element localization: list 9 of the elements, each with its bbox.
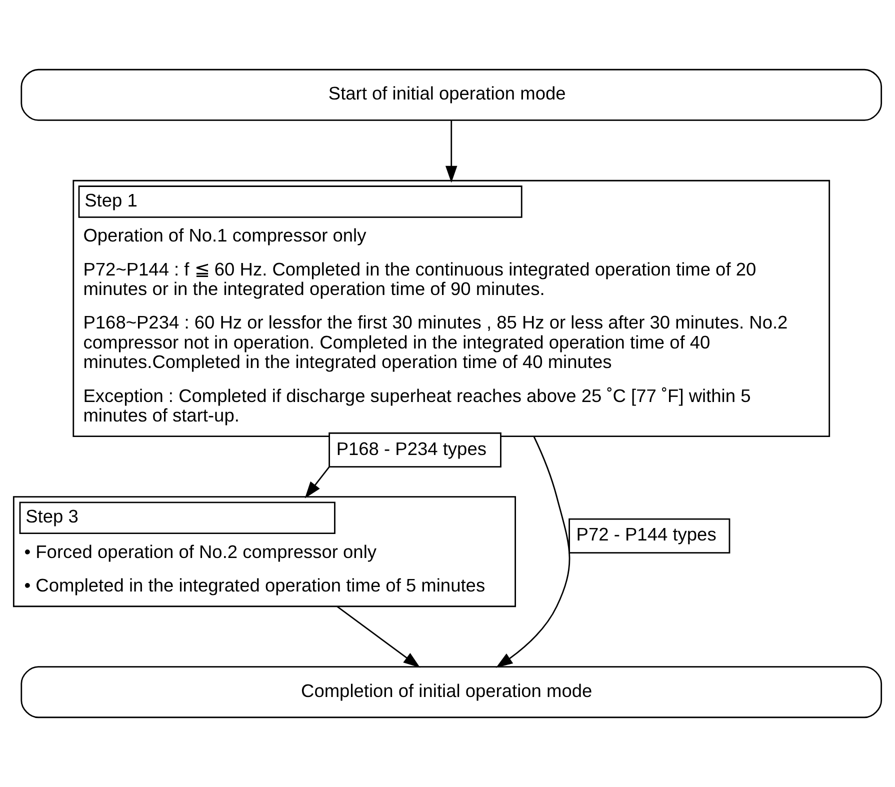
arrow [336, 606, 420, 668]
arrow [445, 120, 458, 183]
node-box: Step 3 • Forced operation of No.2 compressor only • Completed in the integrated operation time of 5 minutes [12, 496, 516, 608]
node-box: Start of initial operation mode [20, 68, 882, 121]
arrow [496, 436, 570, 668]
edge-label: P72 - P144 types [576, 524, 716, 545]
edge-label: P168 - P234 types [336, 438, 486, 459]
node-box: Step 1 Operation of No.1 compressor only P72~P144 : f ≦ 60 Hz. Completed in the continuous integrated operation time of 20 minutes or in the integrated operation time of 90 minutes. P168~P234 : 60 Hz or lessfor the first 30 minutes , 85 Hz or less after 30 minutes. No.2 compressor not in operation. Completed in the integrated operation time of 40 minutes.Completed in the integrated operation time of 40 minutes Exception : Completed if discharge superheat reaches above 25 ˚C [77 ˚F] within 5 minutes of start-up. [72, 180, 830, 438]
node-box: Completion of initial operation mode [20, 666, 882, 718]
